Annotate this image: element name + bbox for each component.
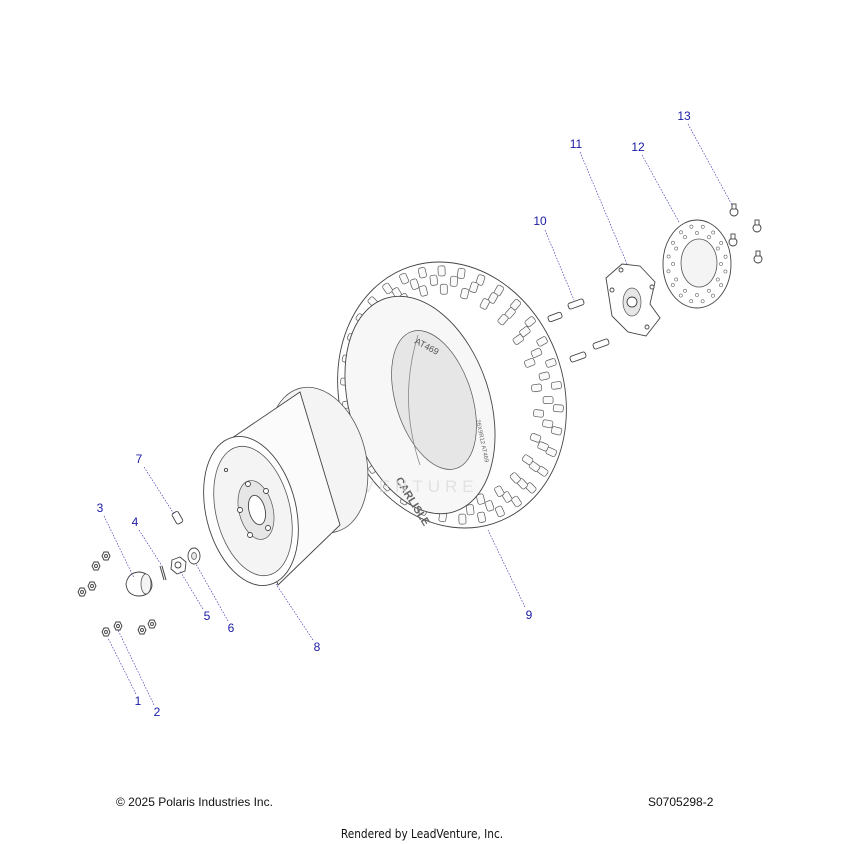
callout-4[interactable]: 4 <box>132 515 139 529</box>
rendered-by-text: Rendered by LeadVenture, Inc. <box>340 827 504 841</box>
tire-illustration: AT469 CARLISLE 26X9R12 AT469 LEADVENTURE <box>298 261 567 529</box>
callout-1[interactable]: 1 <box>135 694 142 708</box>
diagram-id-text: S0705298-2 <box>648 795 714 809</box>
leader-line-9 <box>487 529 526 608</box>
leader-line-3 <box>103 515 135 579</box>
callout-2[interactable]: 2 <box>154 705 161 719</box>
lug-nut <box>101 627 111 637</box>
rim-illustration <box>203 386 369 586</box>
tread-knobs <box>340 265 564 525</box>
callout-9[interactable]: 9 <box>526 608 533 622</box>
brake-disc-illustration <box>662 219 732 309</box>
callout-3[interactable]: 3 <box>97 501 104 515</box>
valve-stem-illustration <box>171 511 184 525</box>
disc-bolts-illustration <box>728 203 763 264</box>
leader-line-10 <box>544 229 575 301</box>
copyright-text: © 2025 Polaris Industries Inc. <box>116 795 273 809</box>
lug-nuts-illustration <box>77 551 157 637</box>
leader-line-11 <box>579 151 628 265</box>
callout-10[interactable]: 10 <box>533 214 547 228</box>
lug-nut <box>137 625 147 635</box>
leader-line-2 <box>117 629 155 706</box>
leader-line-4 <box>138 529 163 567</box>
wheel-studs-illustration <box>547 298 610 363</box>
washer <box>101 551 111 561</box>
callout-13[interactable]: 13 <box>677 109 691 123</box>
leader-line-8 <box>275 583 314 641</box>
callout-11[interactable]: 11 <box>570 137 583 151</box>
washer <box>113 621 123 631</box>
leader-line-12 <box>641 154 680 223</box>
callout-7[interactable]: 7 <box>136 452 143 466</box>
leader-lines <box>103 123 733 706</box>
lug-nut <box>87 581 97 591</box>
leader-line-13 <box>687 123 733 206</box>
leader-line-1 <box>107 637 137 695</box>
lug-nut <box>91 561 101 571</box>
washer <box>147 619 157 629</box>
callout-numbers: 1 2 3 4 5 6 7 8 9 10 11 12 13 <box>97 109 691 719</box>
washer <box>77 587 87 597</box>
leader-line-5 <box>179 570 204 610</box>
callout-8[interactable]: 8 <box>314 640 321 654</box>
leader-line-6 <box>195 563 229 622</box>
callout-12[interactable]: 12 <box>631 140 645 154</box>
spindle-hardware-illustration <box>159 547 201 581</box>
callout-5[interactable]: 5 <box>204 609 211 623</box>
callout-6[interactable]: 6 <box>228 621 235 635</box>
disc-vent-holes <box>666 224 728 304</box>
leader-line-7 <box>143 466 175 515</box>
hub-cap-illustration <box>125 571 153 597</box>
hub-illustration <box>605 263 661 337</box>
